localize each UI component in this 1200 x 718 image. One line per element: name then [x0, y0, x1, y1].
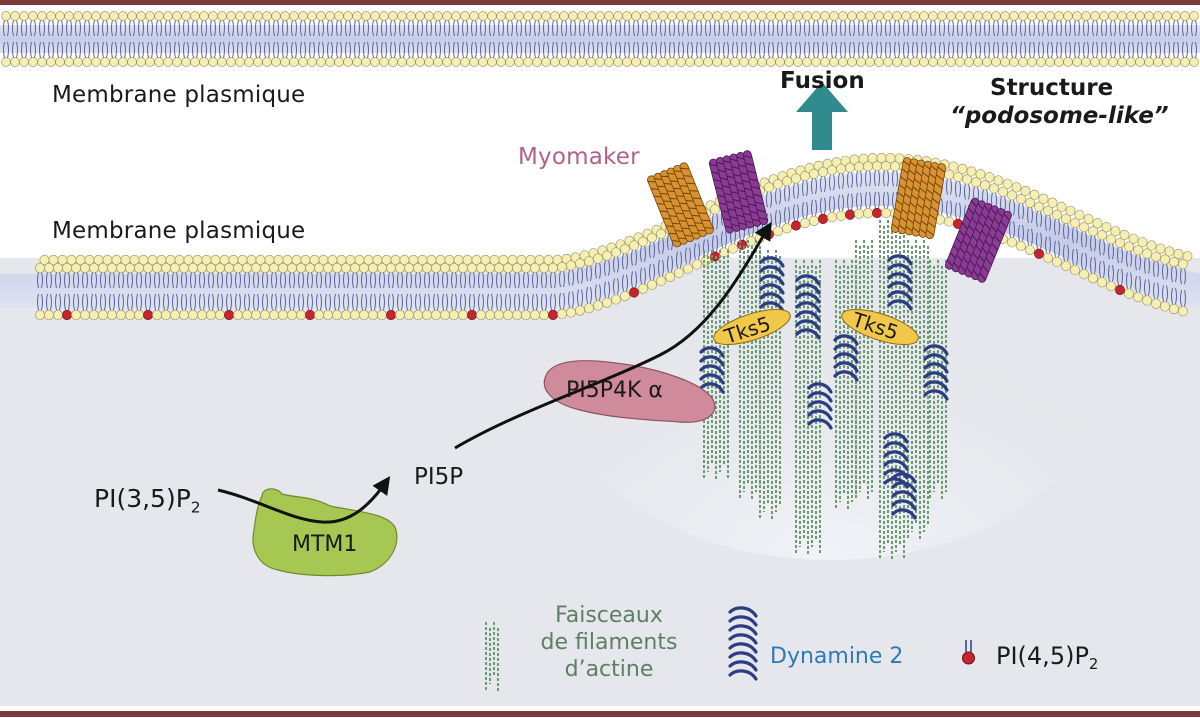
legend-dynamin-icon: [728, 606, 758, 681]
label-pi35p2-main: PI(3,5)P: [94, 484, 191, 513]
label-pi35p2-sub: 2: [190, 498, 201, 517]
mtm1-shape: [252, 488, 398, 577]
label-structure: Structure: [990, 75, 1114, 101]
top-frame-line: [0, 0, 1200, 5]
legend-actin-line2: de filaments: [540, 630, 678, 655]
label-pi35p2: PI(3,5)P2: [94, 486, 201, 516]
tks5-left-shape: [713, 309, 791, 345]
pi5p4k-shape: [543, 360, 716, 423]
legend-pip2-label: PI(4,5)P2: [996, 644, 1098, 672]
legend-dynamin-label: Dynamine 2: [770, 644, 904, 669]
label-podosome-like: “podosome-like”: [950, 103, 1169, 129]
label-mtm1: MTM1: [292, 532, 358, 557]
top-membrane: [0, 11, 1200, 67]
legend-actin-line1: Faisceaux: [555, 603, 663, 628]
legend-pip2-main: PI(4,5)P: [996, 642, 1089, 670]
bottom-frame-line: [0, 711, 1200, 717]
myomaker-proteins: [647, 150, 1012, 283]
label-myomaker: Myomaker: [518, 144, 640, 170]
legend-actin-label: Faisceaux de filaments d’actine: [524, 602, 694, 683]
legend-actin-line3: d’actine: [564, 657, 654, 682]
legend-pip2-icon: [962, 640, 975, 665]
label-fusion: Fusion: [780, 68, 865, 94]
legend-actin-icon: [485, 622, 499, 692]
label-membrane-bottom: Membrane plasmique: [52, 218, 306, 244]
fusion-arrow: [796, 82, 848, 150]
label-membrane-top: Membrane plasmique: [52, 82, 306, 108]
arrow-pi5p-to-pip2: [454, 221, 772, 450]
legend-pip2-sub: 2: [1088, 655, 1099, 674]
arrow-pi35-to-pi5p: [217, 476, 391, 524]
label-pi5p: PI5P: [414, 464, 464, 490]
dynamin-helices: [699, 254, 949, 520]
label-pi5p4k: PI5P4K α: [566, 378, 663, 403]
tks5-right-shape: [841, 309, 919, 345]
